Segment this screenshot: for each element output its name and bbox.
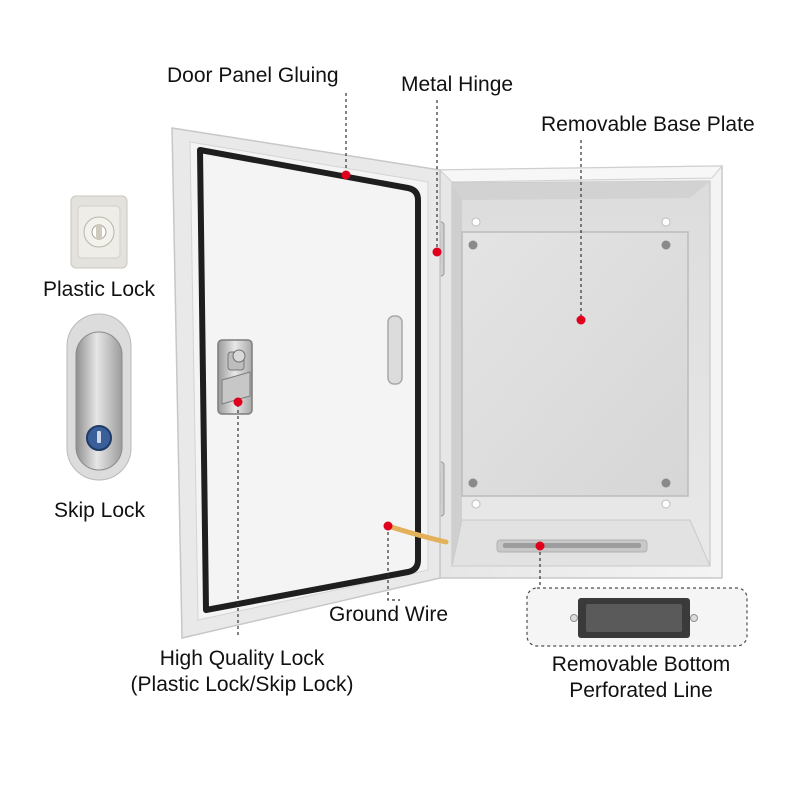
door-lock-mechanism <box>217 339 253 415</box>
marker-hinge <box>432 247 442 257</box>
label-plastic-lock: Plastic Lock <box>43 278 156 301</box>
bottom-perforated-inset <box>526 587 748 647</box>
label-high-quality-lock-line2: (Plastic Lock/Skip Lock) <box>130 673 354 696</box>
label-ground-wire: Ground Wire <box>329 603 449 626</box>
label-removable-bottom-line2: Perforated Line <box>569 679 713 702</box>
label-removable-base-plate: Removable Base Plate <box>541 113 755 136</box>
label-door-panel-gluing: Door Panel Gluing <box>167 64 339 87</box>
marker-lock <box>233 397 243 407</box>
skip-lock-image <box>66 313 132 481</box>
label-high-quality-lock: High Quality Lock (Plastic Lock/Skip Loc… <box>120 646 364 698</box>
marker-door-gluing <box>341 170 351 180</box>
label-removable-bottom-line1: Removable Bottom <box>551 653 731 676</box>
marker-base-plate <box>576 315 586 325</box>
door-gasket <box>197 147 421 613</box>
plastic-lock-image <box>70 195 128 269</box>
label-removable-bottom: Removable Bottom Perforated Line <box>536 652 746 704</box>
label-metal-hinge: Metal Hinge <box>401 73 514 96</box>
callout-markers <box>233 170 586 551</box>
door-handle <box>387 315 403 385</box>
marker-ground-wire <box>383 521 393 531</box>
leader-lines <box>237 93 582 638</box>
open-door <box>171 127 449 639</box>
ground-wire <box>385 523 449 545</box>
removable-base-plate <box>461 231 689 497</box>
marker-bottom-slot <box>535 541 545 551</box>
label-high-quality-lock-line1: High Quality Lock <box>159 647 325 670</box>
label-skip-lock: Skip Lock <box>54 499 146 522</box>
